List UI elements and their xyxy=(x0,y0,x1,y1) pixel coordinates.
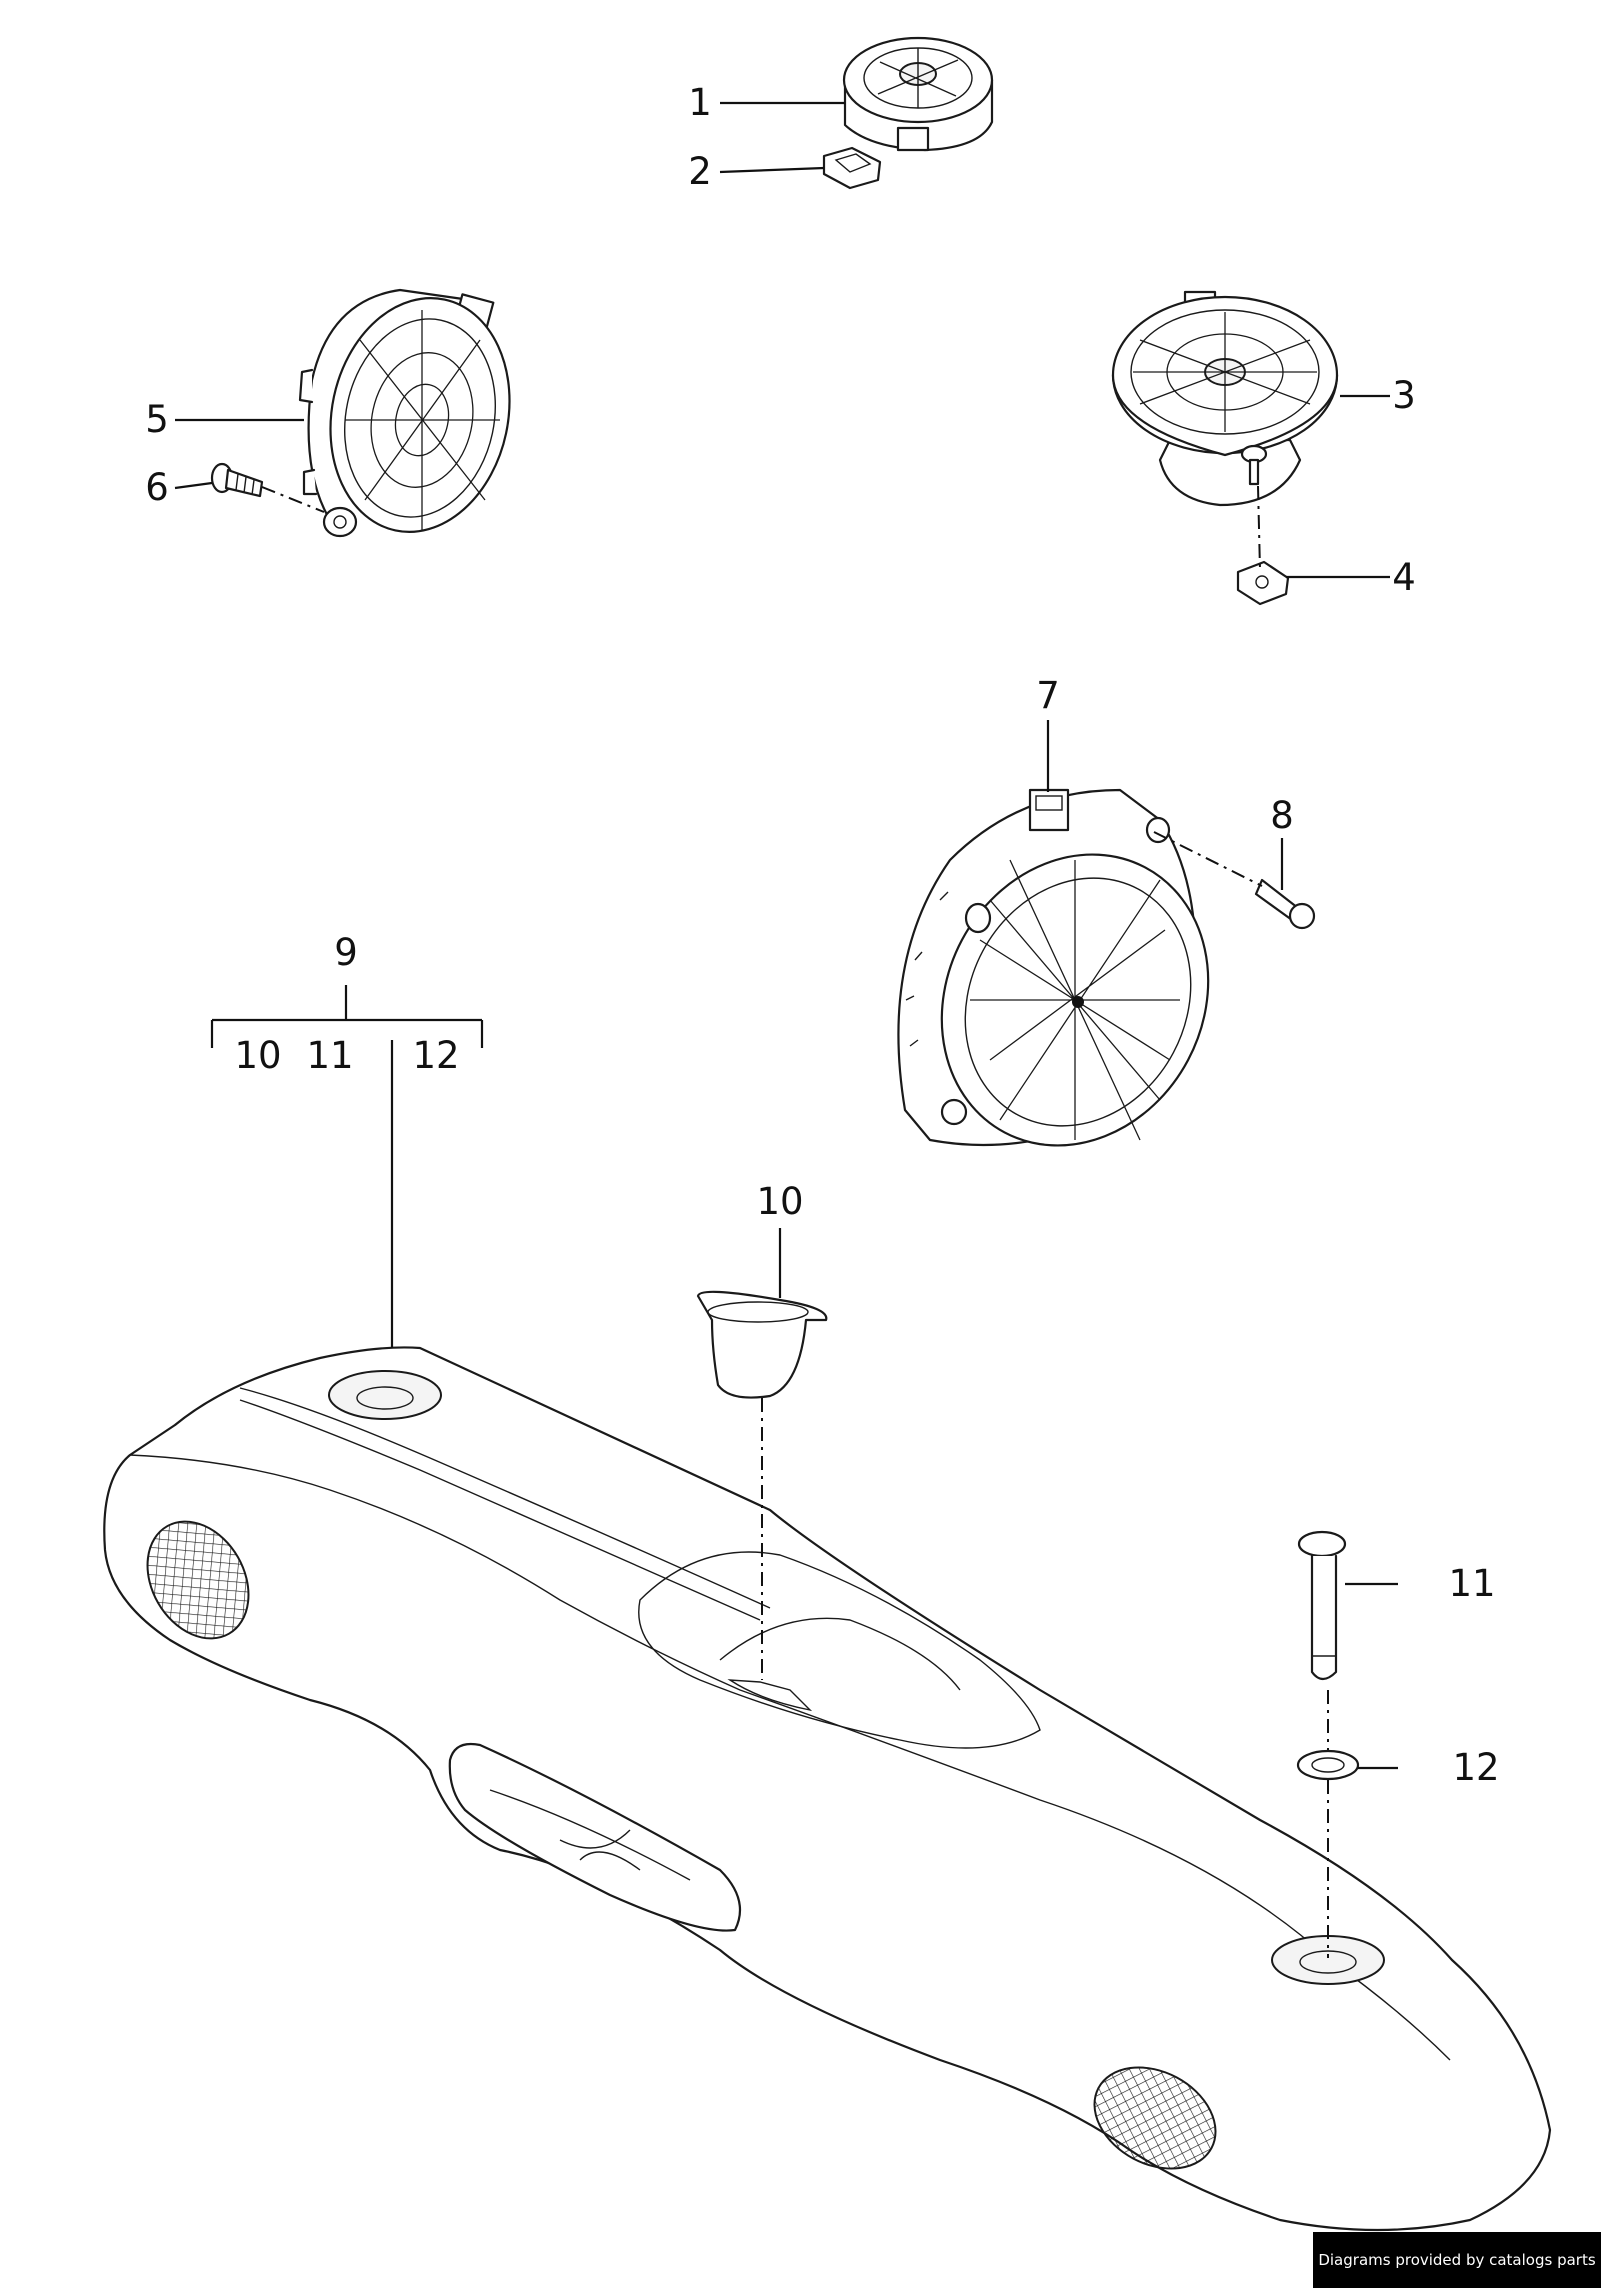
washer-part-12 xyxy=(1296,1749,1360,1781)
credit-badge: Diagrams provided by catalogs parts xyxy=(1313,2232,1601,2288)
speaker-part-5 xyxy=(298,288,511,538)
callout-9-sub-12: 12 xyxy=(412,1034,459,1077)
callout-4: 4 xyxy=(1392,556,1416,599)
callout-12: 12 xyxy=(1452,1746,1499,1789)
callout-8: 8 xyxy=(1270,794,1294,837)
leader-lines xyxy=(174,101,1398,1770)
tweeter-part-1 xyxy=(842,36,994,152)
pin-part-11 xyxy=(1297,1530,1347,1681)
callout-5: 5 xyxy=(145,398,169,441)
callout-9: 9 xyxy=(334,931,358,974)
callout-10: 10 xyxy=(756,1180,803,1223)
callout-1: 1 xyxy=(688,81,712,124)
nut-clip-part-4 xyxy=(1236,560,1290,606)
callout-3: 3 xyxy=(1392,374,1416,417)
callout-7: 7 xyxy=(1036,674,1060,717)
insert-part-10 xyxy=(696,1290,828,1399)
alignment-lines xyxy=(261,485,1329,1958)
bolt-part-8 xyxy=(1254,878,1316,930)
screw-part-6 xyxy=(210,462,264,498)
woofer-part-7 xyxy=(897,788,1210,1147)
callout-6: 6 xyxy=(145,466,169,509)
callout-9-sub-10: 10 xyxy=(234,1034,281,1077)
enclosure-part-9 xyxy=(103,1346,1552,2232)
speaker-part-3 xyxy=(1111,290,1339,507)
callout-11: 11 xyxy=(1448,1562,1495,1605)
clip-part-2 xyxy=(822,146,882,190)
callout-9-sub-11: 11 xyxy=(306,1034,353,1077)
callout-2: 2 xyxy=(688,150,712,193)
callout-labels: 1 2 3 4 5 6 7 8 9 10 11 12 10 11 12 xyxy=(145,81,1499,1789)
